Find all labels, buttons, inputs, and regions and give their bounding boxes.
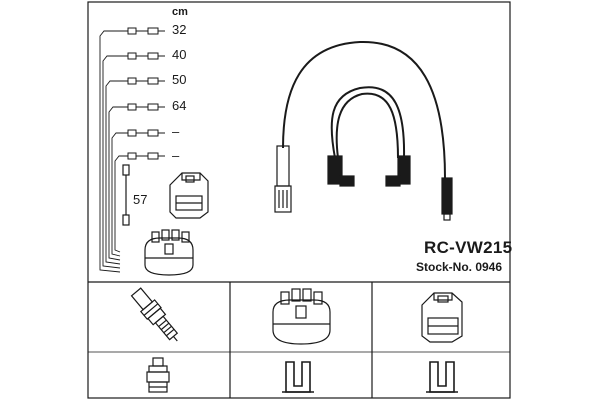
length-label-3: 50 [172, 72, 187, 87]
lead-angled-boots [330, 86, 406, 159]
distributor-cap-icon [272, 288, 331, 345]
angled-boot-icon [426, 361, 458, 393]
ignition-coil-small-icon [169, 172, 209, 219]
lead-connectors [127, 27, 165, 160]
length-label-4: 64 [172, 98, 187, 113]
connector-5 [127, 129, 165, 137]
connector-64 [127, 103, 165, 111]
lead-straight-boot [282, 40, 446, 179]
ignition-coil-icon [421, 292, 463, 343]
straight-boot-icon [282, 361, 314, 393]
plug-connector-icon [146, 357, 170, 393]
connector-50 [127, 77, 165, 85]
distributor-cap-small-icon [144, 229, 194, 276]
product-model: RC-VW215 [424, 238, 513, 257]
angled-boot-left-icon [327, 155, 355, 187]
spark-plug-icon [130, 287, 179, 342]
stock-number: Stock-No. 0946 [416, 260, 503, 274]
connector-40 [127, 52, 165, 60]
length-unit: cm [172, 6, 188, 18]
angled-plug-right-icon [441, 177, 453, 221]
straight-boot-large-icon [274, 145, 292, 213]
angled-boot-right-icon [385, 155, 411, 187]
connector-32 [127, 27, 165, 35]
outer-frame [87, 1, 511, 399]
coil-lead [122, 164, 130, 226]
coil-lead-length: 57 [133, 192, 148, 207]
length-label-5: – [172, 124, 180, 139]
length-label-6: – [172, 148, 180, 163]
connector-6 [127, 152, 165, 160]
lead-bundle [99, 30, 128, 273]
length-label-2: 40 [172, 47, 187, 62]
length-label-1: 32 [172, 22, 187, 37]
